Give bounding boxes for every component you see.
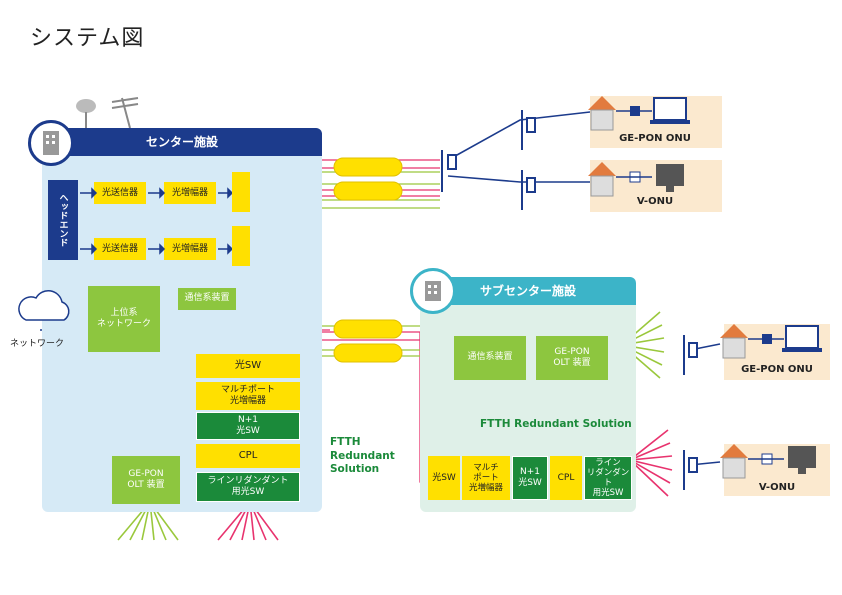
satellite-antenna-icon [76,97,139,129]
onu-label-top-1: GE-PON ONU [619,133,691,144]
optical-amplifier-2: 光増幅器 [164,238,216,260]
head-end-block: ヘッドエンド [48,180,78,260]
sub-line-redundant-switch: ライン リダンダント 用光SW [584,456,632,500]
utility-poles [441,110,698,490]
onu-label-right-2: V-ONU [758,482,796,493]
cpl: CPL [196,444,300,468]
building-icon [28,120,74,166]
network-label: ネットワーク [10,339,65,349]
cable-bundle-top [333,157,403,201]
house-icon [720,324,822,359]
cable-bundle-mid [333,319,403,363]
olt-equipment-center: GE-PON OLT 装置 [112,456,180,504]
optical-transmitter-1: 光送信器 [94,182,146,204]
house-icon [588,96,690,131]
sub-optical-switch: 光SW [428,456,460,500]
center-facility-header: センター施設 [42,128,322,156]
optical-splitter-1 [232,172,250,212]
sub-cpl: CPL [550,456,582,500]
sub-building-icon [410,268,456,314]
sub-ftth-label: FTTH Redundant Solution [480,418,632,430]
upper-network-block: 上位系 ネットワーク [88,286,160,352]
optical-amplifier-1: 光増幅器 [164,182,216,204]
optical-splitter-2 [232,226,250,266]
onu-label-right-1: GE-PON ONU [741,364,813,375]
comm-equipment-sub: 通信系装置 [454,336,526,380]
sub-multiport-amplifier: マルチ ポート 光増幅器 [462,456,510,500]
page-title: システム図 [30,26,145,51]
sub-center-header: サブセンター施設 [420,277,636,305]
sub-n-plus-1-switch: N+1 光SW [512,456,548,500]
red-fan-sub [629,429,673,497]
optical-transmitter-2: 光送信器 [94,238,146,260]
signal-arrows [80,187,234,255]
ftth-label: FTTH Redundant Solution [330,436,395,476]
onu-label-top-2: V-ONU [636,196,674,207]
house-icon [588,162,684,197]
comm-equipment-center: 通信系装置 [178,288,236,310]
n-plus-1-switch: N+1 光SW [196,412,300,440]
multiport-amplifier: マルチポート 光増幅器 [196,382,300,410]
cloud-icon [18,290,70,321]
house-icon [720,444,816,479]
line-redundant-switch: ラインリダンダント 用光SW [196,472,300,502]
olt-equipment-sub: GE-PON OLT 装置 [536,336,608,380]
optical-switch: 光SW [196,354,300,378]
